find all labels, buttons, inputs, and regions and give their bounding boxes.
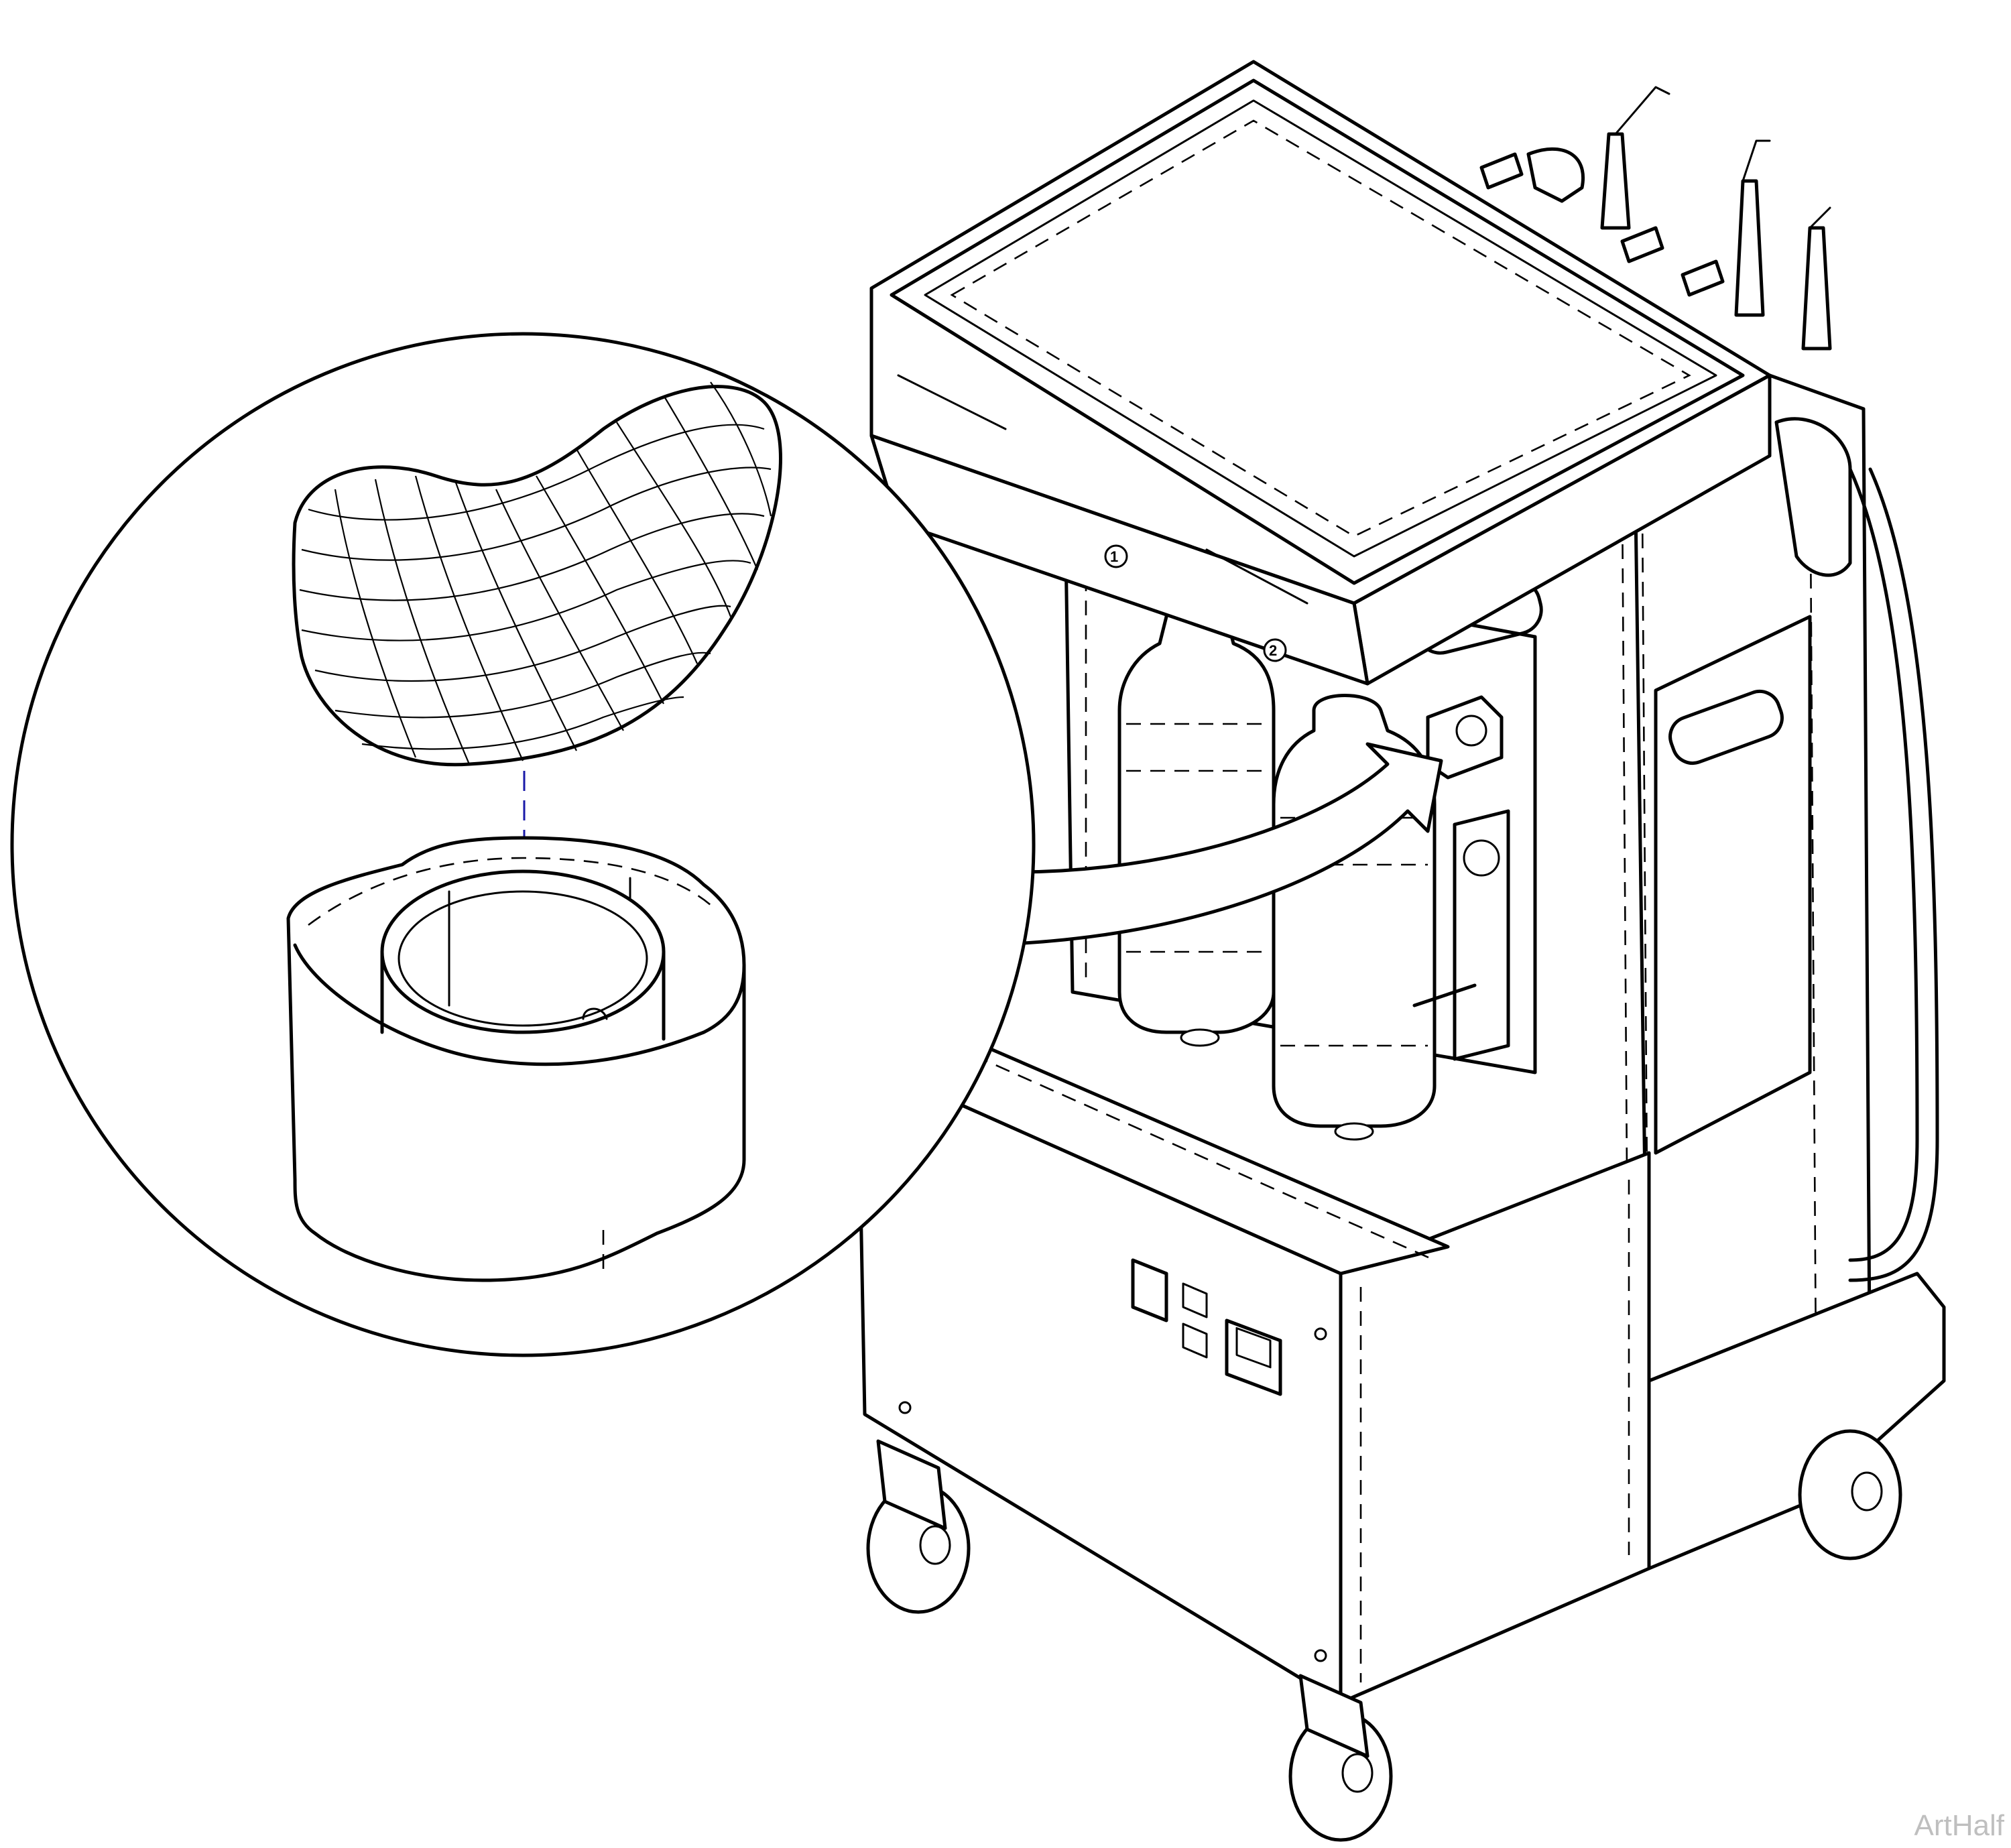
breaker-2 (1182, 1322, 1208, 1359)
water-bottle-1 (1117, 595, 1276, 1047)
power-panel (1131, 1258, 1282, 1396)
handpieces (1479, 86, 1939, 1282)
filter-housing (286, 836, 746, 1282)
breaker-1 (1182, 1282, 1208, 1318)
casters (866, 1429, 1902, 1842)
watermark-text: ArtHalf (1914, 1809, 2004, 1842)
filter-screen (292, 381, 782, 767)
callout-arrow (957, 742, 1443, 947)
detail-magnifier (10, 332, 1036, 1357)
pressure-regulator (1412, 695, 1510, 1061)
callout-number-1: 1 (1110, 548, 1118, 565)
lower-cabinet (856, 1030, 1946, 1705)
filter-mesh (299, 381, 772, 765)
caster-rear (1798, 1429, 1902, 1560)
power-switch (1131, 1258, 1168, 1322)
callout-number-2: 2 (1269, 642, 1277, 659)
instrument-tray: 1 2 (869, 60, 1772, 686)
